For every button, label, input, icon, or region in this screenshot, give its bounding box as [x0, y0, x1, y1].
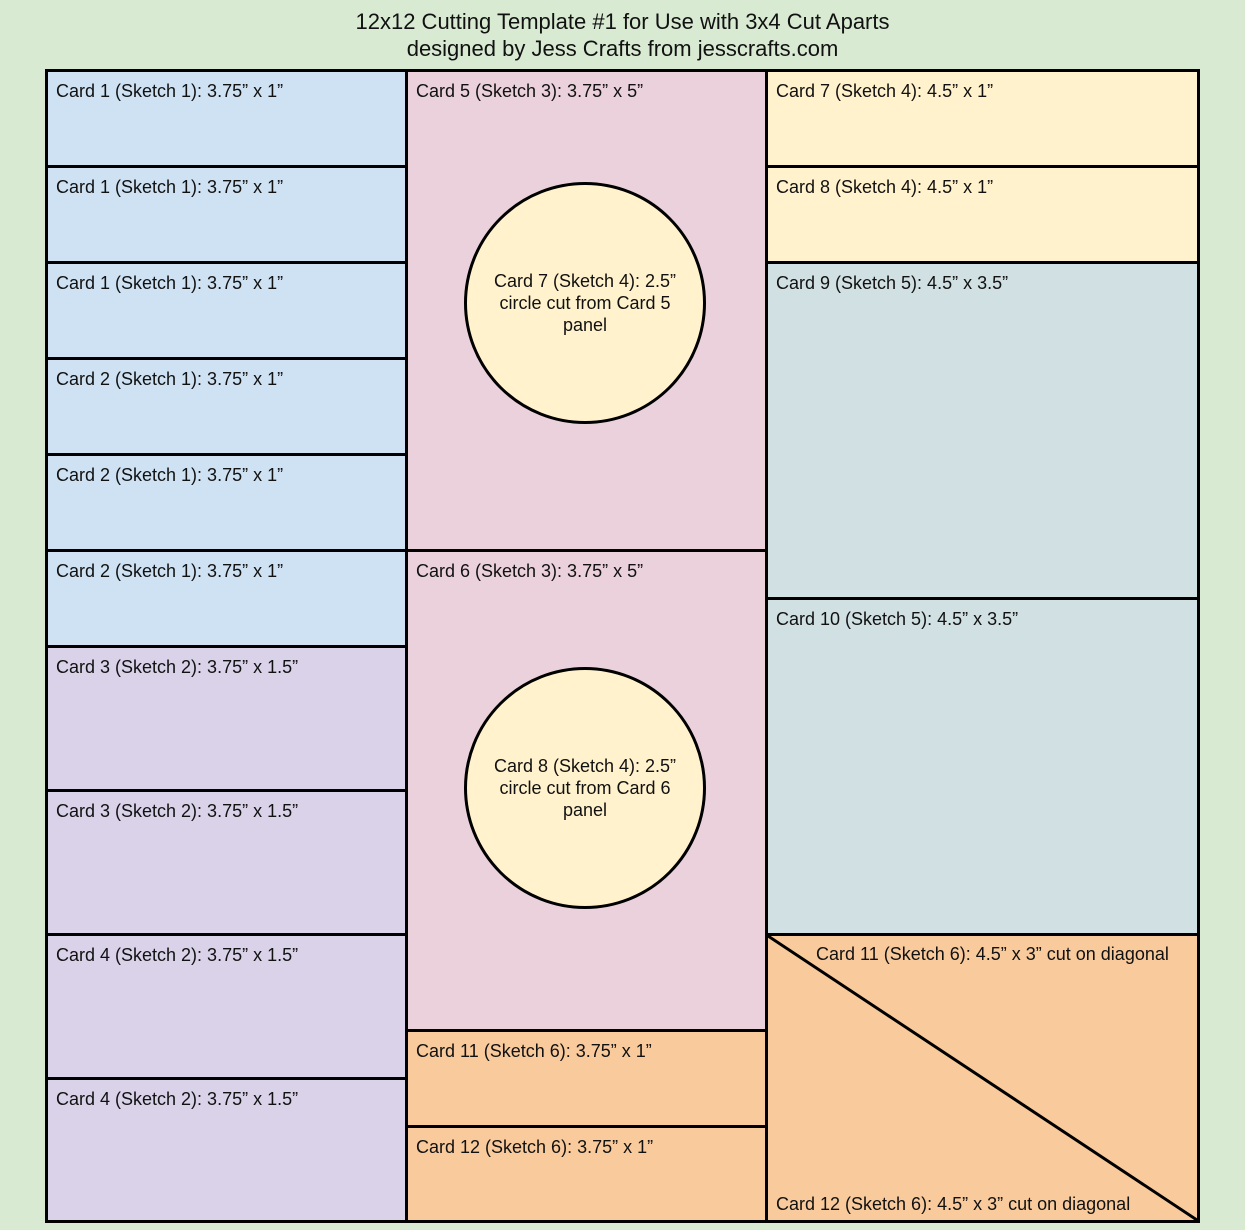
panel-label: Card 8 (Sketch 4): 4.5” x 1”: [776, 177, 994, 197]
panel-card-11: Card 11 (Sketch 6): 3.75” x 1”: [405, 1029, 768, 1128]
title-line-1: 12x12 Cutting Template #1 for Use with 3…: [355, 9, 890, 34]
panel-card-6: Card 6 (Sketch 3): 3.75” x 5” Card 8 (Sk…: [405, 549, 768, 1032]
circle-card-7: Card 7 (Sketch 4): 2.5” circle cut from …: [464, 182, 706, 424]
panel-card-1: Card 1 (Sketch 1): 3.75” x 1”: [45, 165, 408, 264]
panel-label: Card 1 (Sketch 1): 3.75” x 1”: [56, 177, 284, 197]
panel-card-10: Card 10 (Sketch 5): 4.5” x 3.5”: [765, 597, 1200, 936]
panel-label: Card 9 (Sketch 5): 4.5” x 3.5”: [776, 273, 1009, 293]
panel-card-3: Card 3 (Sketch 2): 3.75” x 1.5”: [45, 645, 408, 792]
panel-label: Card 11 (Sketch 6): 3.75” x 1”: [416, 1041, 652, 1061]
panel-card-12: Card 12 (Sketch 6): 3.75” x 1”: [405, 1125, 768, 1223]
panel-label: Card 5 (Sketch 3): 3.75” x 5”: [416, 81, 644, 101]
panel-card-8: Card 8 (Sketch 4): 4.5” x 1”: [765, 165, 1200, 264]
circle-label: Card 8 (Sketch 4): 2.5” circle cut from …: [493, 756, 677, 820]
panel-label: Card 6 (Sketch 3): 3.75” x 5”: [416, 561, 644, 581]
panel-card-2: Card 2 (Sketch 1): 3.75” x 1”: [45, 549, 408, 648]
panel-label: Card 4 (Sketch 2): 3.75” x 1.5”: [56, 945, 299, 965]
circle-card-8: Card 8 (Sketch 4): 2.5” circle cut from …: [464, 667, 706, 909]
panel-label: Card 2 (Sketch 1): 3.75” x 1”: [56, 369, 284, 389]
panel-card-1: Card 1 (Sketch 1): 3.75” x 1”: [45, 69, 408, 168]
panel-card-9: Card 9 (Sketch 5): 4.5” x 3.5”: [765, 261, 1200, 600]
panel-label: Card 3 (Sketch 2): 3.75” x 1.5”: [56, 657, 299, 677]
panel-card-2: Card 2 (Sketch 1): 3.75” x 1”: [45, 453, 408, 552]
diagonal-label-top: Card 11 (Sketch 6): 4.5” x 3” cut on dia…: [816, 944, 1169, 964]
panel-card-3: Card 3 (Sketch 2): 3.75” x 1.5”: [45, 789, 408, 936]
panel-label: Card 12 (Sketch 6): 3.75” x 1”: [416, 1137, 654, 1157]
panel-card-1: Card 1 (Sketch 1): 3.75” x 1”: [45, 261, 408, 360]
panel-label: Card 4 (Sketch 2): 3.75” x 1.5”: [56, 1089, 299, 1109]
panel-label: Card 10 (Sketch 5): 4.5” x 3.5”: [776, 609, 1019, 629]
diagonal-cut-line: [768, 936, 1197, 1220]
cutting-board: Card 1 (Sketch 1): 3.75” x 1” Card 1 (Sk…: [45, 69, 1200, 1223]
panel-card-7: Card 7 (Sketch 4): 4.5” x 1”: [765, 69, 1200, 168]
panel-card-5: Card 5 (Sketch 3): 3.75” x 5” Card 7 (Sk…: [405, 69, 768, 552]
panel-label: Card 3 (Sketch 2): 3.75” x 1.5”: [56, 801, 299, 821]
panel-card-11-12-diagonal: Card 11 (Sketch 6): 4.5” x 3” cut on dia…: [765, 933, 1200, 1223]
panel-label: Card 2 (Sketch 1): 3.75” x 1”: [56, 561, 284, 581]
panel-card-2: Card 2 (Sketch 1): 3.75” x 1”: [45, 357, 408, 456]
title-line-2: designed by Jess Crafts from jesscrafts.…: [406, 36, 839, 61]
template-title: 12x12 Cutting Template #1 for Use with 3…: [0, 8, 1245, 62]
diagonal-label-bottom: Card 12 (Sketch 6): 4.5” x 3” cut on dia…: [776, 1194, 1131, 1214]
panel-label: Card 2 (Sketch 1): 3.75” x 1”: [56, 465, 284, 485]
panel-label: Card 1 (Sketch 1): 3.75” x 1”: [56, 81, 284, 101]
panel-card-4: Card 4 (Sketch 2): 3.75” x 1.5”: [45, 933, 408, 1080]
circle-label: Card 7 (Sketch 4): 2.5” circle cut from …: [493, 271, 677, 335]
panel-card-4: Card 4 (Sketch 2): 3.75” x 1.5”: [45, 1077, 408, 1223]
panel-label: Card 1 (Sketch 1): 3.75” x 1”: [56, 273, 284, 293]
panel-label: Card 7 (Sketch 4): 4.5” x 1”: [776, 81, 994, 101]
